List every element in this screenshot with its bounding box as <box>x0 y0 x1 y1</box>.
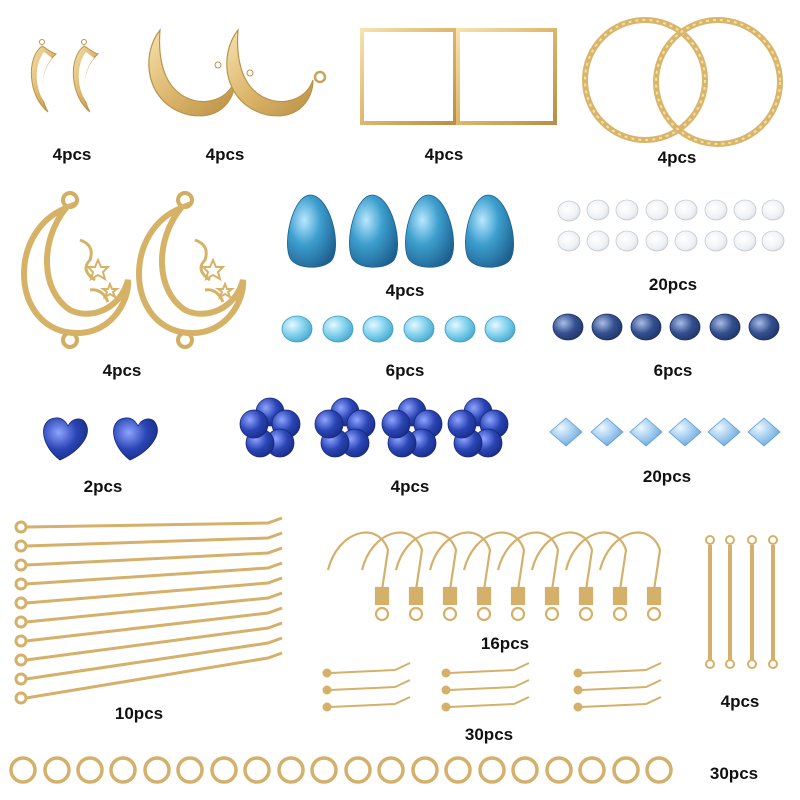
label-flower-beads: 4pcs <box>390 477 430 496</box>
heart-beads <box>43 417 158 461</box>
label-ear-hooks: 16pcs <box>480 634 530 653</box>
teardrop-beads <box>287 194 514 268</box>
bar-links <box>705 535 778 669</box>
label-head-pins: 30pcs <box>464 725 514 744</box>
head-pins <box>322 662 662 712</box>
label-square-frame: 4pcs <box>424 145 464 164</box>
clear-beads <box>557 199 785 252</box>
label-jump-rings: 30pcs <box>709 764 759 783</box>
label-eye-pins: 10pcs <box>114 704 164 723</box>
textured-rings <box>582 17 783 147</box>
label-small-moon: 4pcs <box>52 145 92 164</box>
eye-pins <box>14 516 283 705</box>
label-teardrop-beads: 4pcs <box>385 281 425 300</box>
flower-beads <box>239 397 509 458</box>
ear-hooks <box>326 531 662 622</box>
aqua-rondelles <box>281 315 516 343</box>
label-heart-beads: 2pcs <box>83 477 123 496</box>
label-bar-links: 4pcs <box>720 692 760 711</box>
small-moon-charms <box>30 39 99 113</box>
navy-rondelles <box>552 313 780 341</box>
label-filigree-moon: 4pcs <box>102 361 142 380</box>
jump-rings <box>9 756 673 784</box>
label-navy-rondelles: 6pcs <box>653 361 693 380</box>
crescent-moon-links <box>148 28 327 117</box>
bicone-beads <box>549 417 781 447</box>
filigree-moon-connectors <box>21 191 247 349</box>
label-textured-ring: 4pcs <box>657 148 697 167</box>
label-bicone-beads: 20pcs <box>642 467 692 486</box>
square-frames <box>360 28 557 125</box>
label-crescent-moon: 4pcs <box>205 145 245 164</box>
label-clear-beads: 20pcs <box>648 275 698 294</box>
label-aqua-rondelles: 6pcs <box>385 361 425 380</box>
